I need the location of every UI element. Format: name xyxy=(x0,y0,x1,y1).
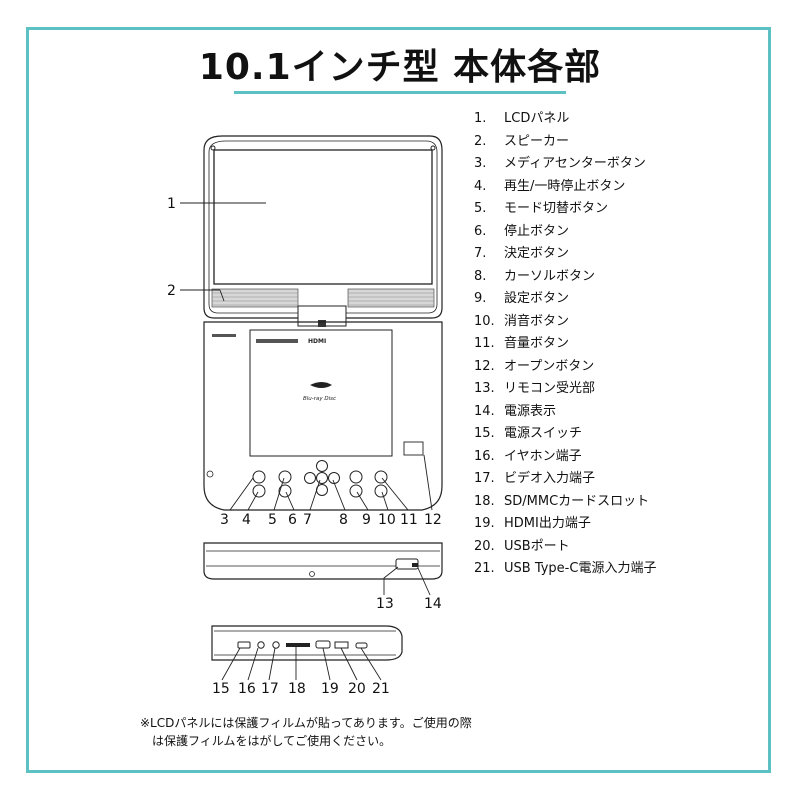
callout-8: 8 xyxy=(339,512,348,528)
lcd-lid xyxy=(203,135,443,319)
note-line-2: は保護フィルムをはがしてご使用ください。 xyxy=(152,734,392,748)
enter-button[interactable] xyxy=(316,472,328,484)
callout-21: 21 xyxy=(372,681,390,697)
list-item: 18.SD/MMCカードスロット xyxy=(474,493,650,509)
list-item: 10.消音ボタン xyxy=(474,313,570,329)
callout-9: 9 xyxy=(362,512,371,528)
protective-film-note: ※LCDパネルには保護フィルムが貼ってあります。ご使用の際 は保護フィルムをはが… xyxy=(140,714,472,750)
model-label xyxy=(212,334,236,337)
list-item: 8.カーソルボタン xyxy=(474,268,596,284)
list-item: 12.オープンボタン xyxy=(474,358,595,374)
callout-6: 6 xyxy=(288,512,297,528)
callout-12: 12 xyxy=(424,512,442,528)
mute-button[interactable] xyxy=(349,484,363,498)
dpad-left-button[interactable] xyxy=(304,472,316,484)
title-underline xyxy=(234,91,566,94)
list-item: 7.決定ボタン xyxy=(474,246,570,261)
lid-screw-right xyxy=(430,145,436,151)
list-item: 11.音量ボタン xyxy=(474,336,570,351)
earphone-jack xyxy=(257,641,265,649)
list-item: 9.設定ボタン xyxy=(474,291,570,306)
callout-17: 17 xyxy=(261,681,279,697)
page-frame xyxy=(26,27,771,773)
list-item: 3.メディアセンターボタン xyxy=(474,156,646,171)
lcd-panel xyxy=(213,149,433,285)
list-item: 6.停止ボタン xyxy=(474,223,570,239)
play-pause-button[interactable] xyxy=(252,484,266,498)
power-indicator xyxy=(412,563,418,567)
hdmi-port xyxy=(315,640,331,649)
cover-logo-marks xyxy=(256,339,298,343)
parts-list: 1.LCDパネル 2.スピーカー 3.メディアセンターボタン 4.再生/一時停止… xyxy=(474,108,656,581)
device-base xyxy=(203,321,443,511)
callout-4: 4 xyxy=(242,512,251,528)
leader-lines xyxy=(180,202,433,681)
list-item: 19.HDMI出力端子 xyxy=(474,516,591,531)
media-center-button[interactable] xyxy=(252,470,266,484)
sd-card-slot xyxy=(286,643,310,647)
usb-type-c-port xyxy=(355,642,368,649)
callout-11: 11 xyxy=(400,512,418,528)
callout-19: 19 xyxy=(321,681,339,697)
list-item: 15.電源スイッチ xyxy=(474,426,583,441)
list-item: 17.ビデオ入力端子 xyxy=(474,471,596,486)
callout-1: 1 xyxy=(167,196,176,212)
callout-7: 7 xyxy=(303,512,312,528)
svg-text:Blu-ray Disc: Blu-ray Disc xyxy=(303,396,336,402)
dpad-up-button[interactable] xyxy=(316,460,328,472)
list-item: 13.リモコン受光部 xyxy=(474,381,596,396)
callout-16: 16 xyxy=(238,681,256,697)
callout-13: 13 xyxy=(376,596,394,612)
power-switch[interactable] xyxy=(237,641,251,649)
callout-15: 15 xyxy=(212,681,230,697)
list-item: 4.再生/一時停止ボタン xyxy=(474,178,626,194)
callout-14: 14 xyxy=(424,596,442,612)
callout-3: 3 xyxy=(220,512,229,528)
speaker-grille-left xyxy=(211,288,299,308)
callout-5: 5 xyxy=(268,512,277,528)
volume-up-button[interactable] xyxy=(374,470,388,484)
video-input-jack xyxy=(272,641,280,649)
list-item: 14.電源表示 xyxy=(474,403,557,419)
bluray-logo: Blu-ray Disc xyxy=(303,382,336,402)
setup-button[interactable] xyxy=(349,470,363,484)
mode-button[interactable] xyxy=(278,470,292,484)
speaker-grille-right xyxy=(347,288,435,308)
volume-down-button[interactable] xyxy=(374,484,388,498)
list-item: 21.USB Type-C電源入力端子 xyxy=(474,561,657,576)
disc-cover xyxy=(249,329,393,457)
note-line-1: ※LCDパネルには保護フィルムが貼ってあります。ご使用の際 xyxy=(140,716,472,730)
list-item: 20.USBポート xyxy=(474,538,570,554)
page-title: 10.1インチ型 本体各部 xyxy=(198,47,602,88)
remote-sensor xyxy=(206,470,214,478)
list-item: 16.イヤホン端子 xyxy=(474,448,582,464)
list-item: 1.LCDパネル xyxy=(474,111,570,126)
open-button[interactable] xyxy=(403,441,424,456)
callout-2: 2 xyxy=(167,283,176,299)
list-item: 2.スピーカー xyxy=(474,133,570,149)
callout-18: 18 xyxy=(288,681,306,697)
callout-10: 10 xyxy=(378,512,396,528)
lid-screw-left xyxy=(210,145,216,151)
stop-button[interactable] xyxy=(278,484,292,498)
usb-port xyxy=(334,641,349,649)
callout-20: 20 xyxy=(348,681,366,697)
list-item: 5.モード切替ボタン xyxy=(474,201,609,216)
hinge-latch xyxy=(318,320,326,327)
hdmi-logo: HDMI xyxy=(308,338,326,345)
